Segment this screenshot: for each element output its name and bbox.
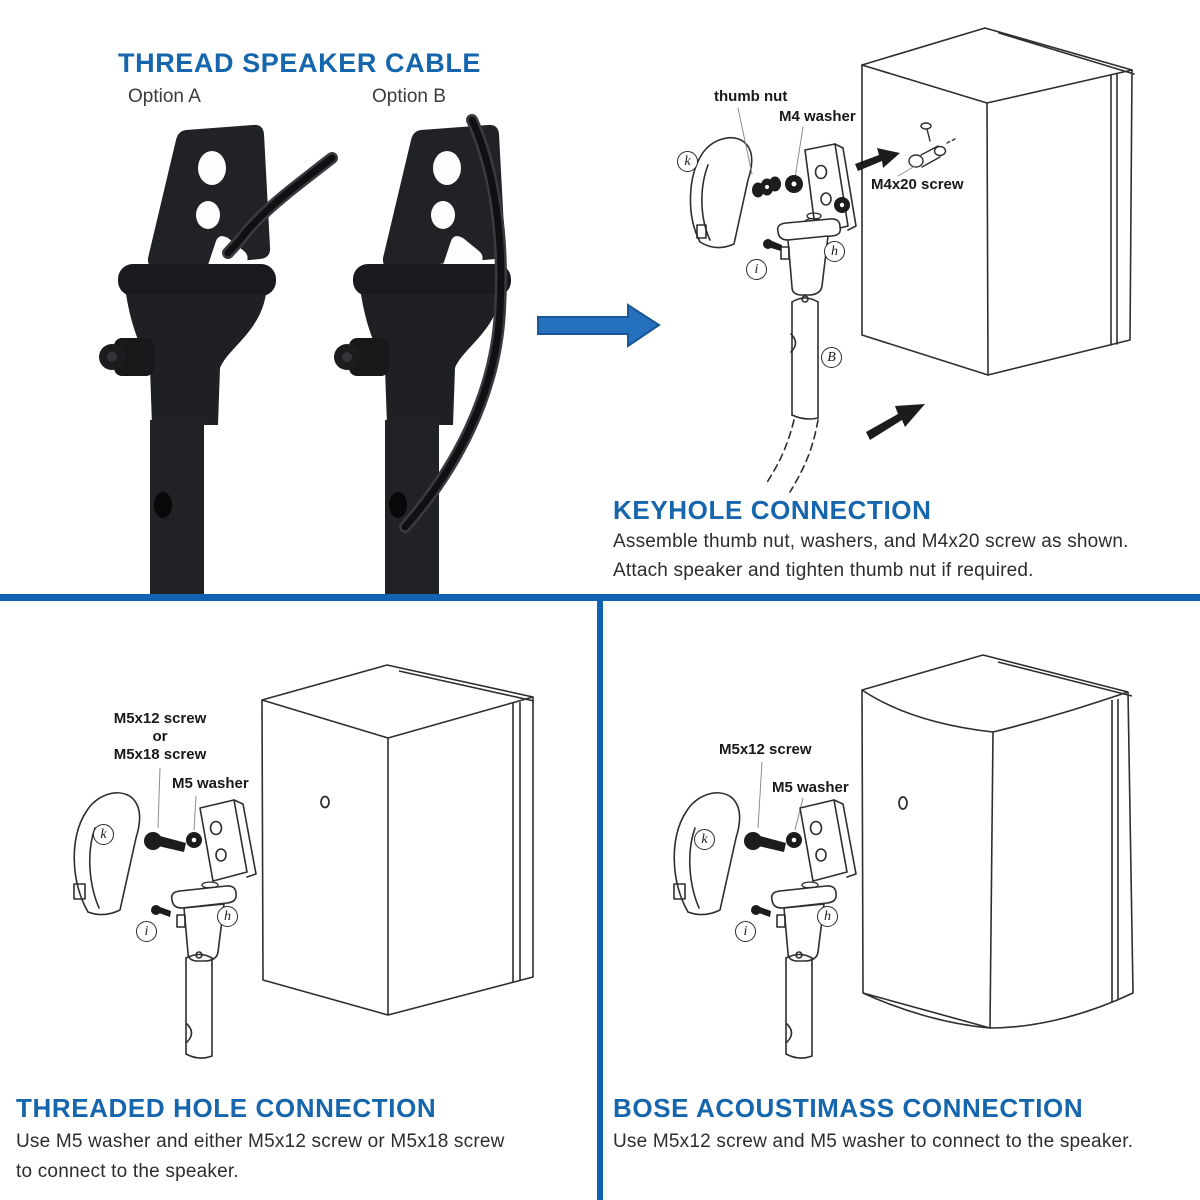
option-b-label: Option B: [372, 86, 446, 107]
m5-washer-label: M5 washer: [772, 779, 849, 796]
part-badge-h: h: [824, 241, 845, 262]
m5-washer-label: M5 washer: [172, 775, 249, 792]
part-badge-i: i: [735, 921, 756, 942]
part-badge-h: h: [217, 906, 238, 927]
bose-line1: Use M5x12 screw and M5 washer to connect…: [613, 1131, 1134, 1152]
bose-title: BOSE ACOUSTIMASS CONNECTION: [613, 1093, 1084, 1123]
vertical-divider: [597, 594, 603, 1200]
m4-washer-part-2: [834, 197, 850, 213]
cone-part: [776, 218, 842, 296]
thumb-nut-part: [752, 176, 781, 198]
part-badge-b: B: [821, 347, 842, 368]
keyhole-diagram: [689, 27, 1135, 493]
keyhole-line1: Assemble thumb nut, washers, and M4x20 s…: [613, 531, 1129, 552]
part-badge-k: k: [694, 829, 715, 850]
thread-cable-title: THREAD SPEAKER CABLE: [118, 48, 482, 78]
option-a-mount: [99, 124, 338, 598]
m4x20-screw-label: M4x20 screw: [871, 176, 964, 193]
pole-part: [765, 295, 819, 493]
part-badge-i: i: [746, 259, 767, 280]
black-arrow-icon-2: [866, 404, 925, 440]
m5x12-screw-label: M5x12 screw: [719, 741, 812, 758]
part-badge-k: k: [93, 824, 114, 845]
speaker-box: [861, 27, 1135, 376]
bose-diagram: [673, 654, 1134, 1059]
m4-washer-label: M4 washer: [779, 108, 856, 125]
keyhole-title: KEYHOLE CONNECTION: [613, 495, 932, 525]
black-arrow-icon: [855, 148, 900, 171]
option-a-label: Option A: [128, 86, 201, 107]
thumb-nut-label: thumb nut: [714, 88, 788, 105]
threaded-hole-title: THREADED HOLE CONNECTION: [16, 1093, 437, 1123]
small-screw-part: [763, 239, 782, 251]
speaker-cable: [222, 152, 338, 259]
cover-part: [689, 137, 753, 249]
hardware: [752, 148, 925, 440]
bracket-part: [804, 143, 857, 235]
m4-washer-part: [785, 175, 803, 193]
leader-lines: [157, 767, 197, 831]
part-badge-i: i: [136, 921, 157, 942]
keyhole-line2: Attach speaker and tighten thumb nut if …: [613, 560, 1034, 581]
leader-lines: [737, 107, 916, 179]
threaded-hole-line2: to connect to the speaker.: [16, 1161, 239, 1182]
threaded-hole: [320, 795, 330, 809]
m5x12-screw-label: M5x12 screw: [113, 710, 207, 727]
m5x18-screw-label: M5x18 screw: [113, 746, 207, 763]
threaded-hole-line1: Use M5 washer and either M5x12 screw or …: [16, 1131, 505, 1152]
blue-arrow-icon: [537, 303, 661, 348]
option-b-mount: [334, 114, 511, 598]
part-badge-h: h: [817, 906, 838, 927]
thread-cable-illustration: [99, 114, 661, 598]
threaded-hole-diagram: [73, 664, 535, 1059]
leader-lines: [757, 761, 804, 831]
m5-screw-label-group: M5x12 screw or M5x18 screw: [90, 710, 230, 764]
part-badge-k: k: [677, 151, 698, 172]
or-label: or: [152, 728, 168, 745]
threaded-hole: [898, 796, 908, 810]
speaker-box: [861, 654, 1134, 1029]
speaker-cable: [399, 114, 507, 533]
keyhole-slot: [908, 122, 958, 168]
speaker-box: [261, 664, 535, 1016]
